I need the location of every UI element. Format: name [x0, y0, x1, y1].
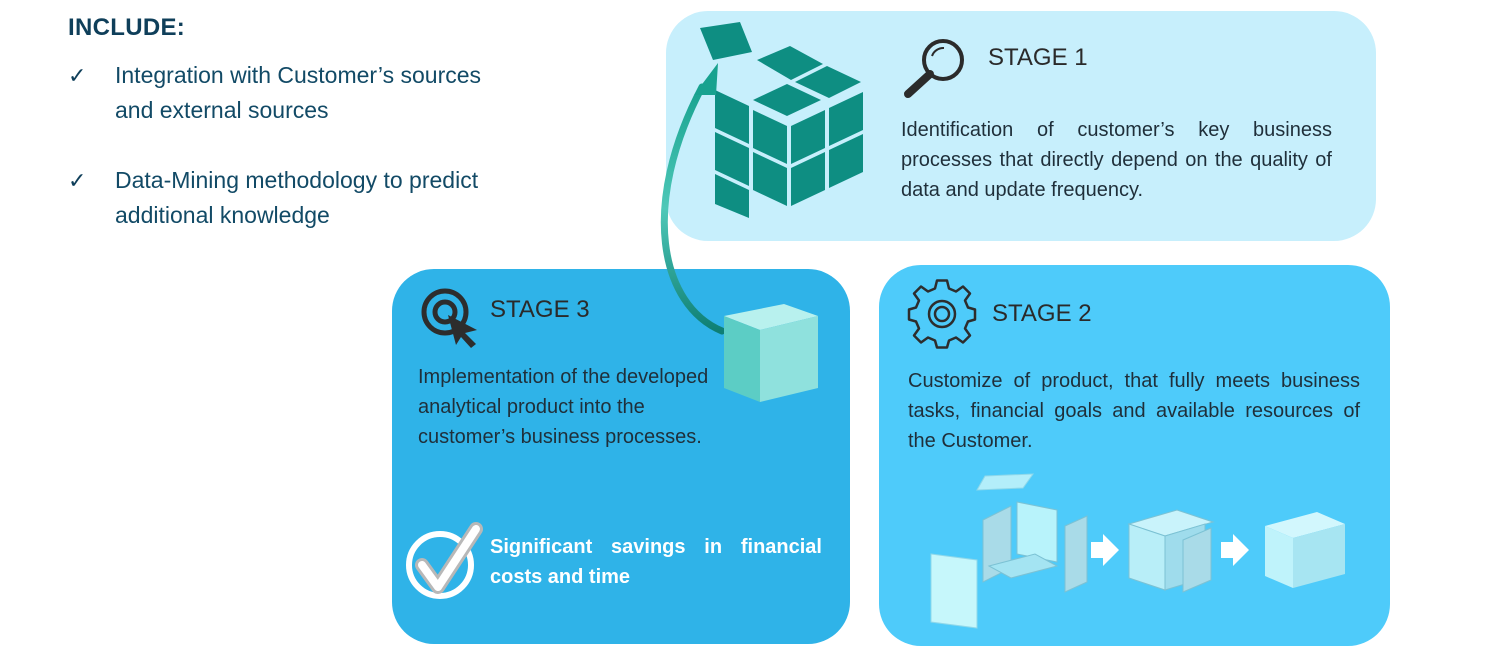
curved-arrow-icon [660, 63, 726, 335]
include-title: INCLUDE: [68, 14, 186, 41]
cube-panel [1064, 515, 1088, 593]
checkmark-icon: ✓ [68, 63, 87, 88]
cube-panel [1016, 501, 1058, 563]
stage3-title: STAGE 3 [490, 296, 590, 323]
cube-panel [976, 473, 1035, 491]
cube-piece [757, 46, 823, 80]
stage3-description: Implementation of the developed analytic… [418, 366, 709, 448]
gear-icon [907, 279, 977, 349]
small-cube-icon [724, 304, 818, 402]
cube-assembly-icon [930, 473, 1345, 629]
target-cursor-icon [421, 288, 477, 348]
cube-piece [700, 22, 752, 60]
include-item-line: and external sources [115, 97, 329, 123]
include-item-integration: ✓ Integration with Customer’s sources an… [68, 58, 588, 128]
stage3-result: Significant savings in financial costs a… [490, 536, 822, 588]
stage1-description: Identification of customer’s key busines… [901, 119, 1332, 201]
arrow-right-icon [1221, 534, 1249, 566]
data-cube-icon [700, 22, 863, 218]
stage1-title: STAGE 1 [988, 44, 1088, 71]
stage2-description: Customize of product, that fully meets b… [908, 370, 1360, 452]
stage2-title: STAGE 2 [992, 300, 1092, 327]
cube-piece [795, 66, 861, 98]
include-item-line: additional knowledge [115, 202, 330, 228]
cube-panel [987, 553, 1059, 579]
checkmark-circle-icon [406, 522, 483, 599]
include-item-line: Data-Mining methodology to predict [115, 167, 479, 193]
include-item-data-mining: ✓ Data-Mining methodology to predict add… [68, 163, 588, 233]
magnifier-icon [904, 39, 964, 98]
arrow-right-icon [1091, 534, 1119, 566]
cube-panel [930, 553, 978, 629]
include-item-line: Integration with Customer’s sources [115, 62, 482, 88]
checkmark-icon: ✓ [68, 168, 87, 193]
